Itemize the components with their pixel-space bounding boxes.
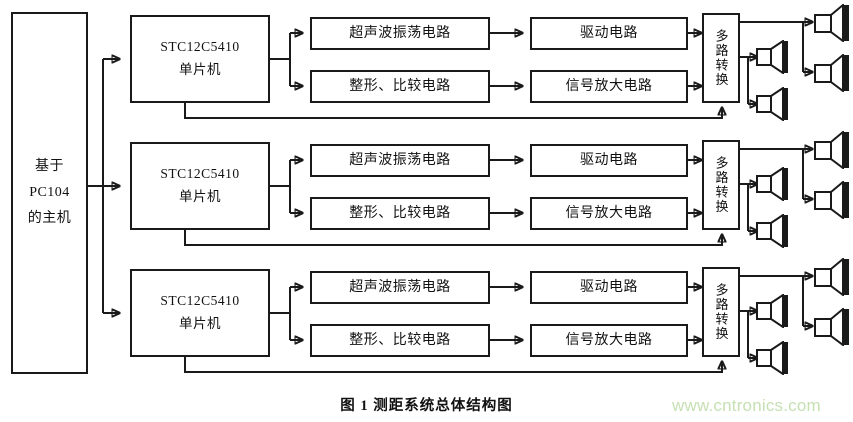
transducer-2-3[interactable] <box>812 131 853 169</box>
transducer-1-3[interactable] <box>812 4 853 42</box>
transducer-1-1[interactable] <box>756 40 792 74</box>
mcu-type-3: 单片机 <box>179 316 221 331</box>
transducer-3-4[interactable] <box>812 308 853 346</box>
transducer-2-1[interactable] <box>756 167 792 201</box>
mcu-block-2[interactable]: STC12C5410 单片机 <box>130 142 270 230</box>
driver-block-2[interactable]: 驱动电路 <box>530 144 688 177</box>
mcu-type-1: 单片机 <box>179 62 221 77</box>
mcu-block-1[interactable]: STC12C5410 单片机 <box>130 15 270 103</box>
mcu-block-3[interactable]: STC12C5410 单片机 <box>130 269 270 357</box>
amplifier-block-3[interactable]: 信号放大电路 <box>530 324 688 357</box>
mux-block-2[interactable]: 多路转换 <box>702 140 740 230</box>
figure-caption: 图 1 测距系统总体结构图 <box>340 398 513 414</box>
host-block[interactable]: 基于 PC104 的主机 <box>11 12 88 374</box>
mcu-model-2: STC12C5410 <box>160 166 240 182</box>
amplifier-block-2[interactable]: 信号放大电路 <box>530 197 688 230</box>
transducer-3-2[interactable] <box>756 341 792 375</box>
mux-block-3[interactable]: 多路转换 <box>702 267 740 357</box>
amplifier-block-1[interactable]: 信号放大电路 <box>530 70 688 103</box>
driver-block-1[interactable]: 驱动电路 <box>530 17 688 50</box>
mcu-model-1: STC12C5410 <box>160 39 240 55</box>
host-line-3: 的主机 <box>27 210 72 226</box>
oscillator-block-3[interactable]: 超声波振荡电路 <box>310 271 490 304</box>
transducer-2-4[interactable] <box>812 181 853 219</box>
transducer-1-2[interactable] <box>756 87 792 121</box>
mux-block-1[interactable]: 多路转换 <box>702 13 740 103</box>
mcu-type-2: 单片机 <box>179 189 221 204</box>
oscillator-block-1[interactable]: 超声波振荡电路 <box>310 17 490 50</box>
shaping-block-2[interactable]: 整形、比较电路 <box>310 197 490 230</box>
oscillator-block-2[interactable]: 超声波振荡电路 <box>310 144 490 177</box>
transducer-3-1[interactable] <box>756 294 792 328</box>
shaping-block-3[interactable]: 整形、比较电路 <box>310 324 490 357</box>
driver-block-3[interactable]: 驱动电路 <box>530 271 688 304</box>
shaping-block-1[interactable]: 整形、比较电路 <box>310 70 490 103</box>
host-line-2: PC104 <box>29 185 70 201</box>
transducer-3-3[interactable] <box>812 258 853 296</box>
transducer-2-2[interactable] <box>756 214 792 248</box>
site-watermark: www.cntronics.com <box>672 396 821 415</box>
transducer-1-4[interactable] <box>812 54 853 92</box>
host-line-1: 基于 <box>35 159 64 175</box>
mcu-model-3: STC12C5410 <box>160 293 240 309</box>
